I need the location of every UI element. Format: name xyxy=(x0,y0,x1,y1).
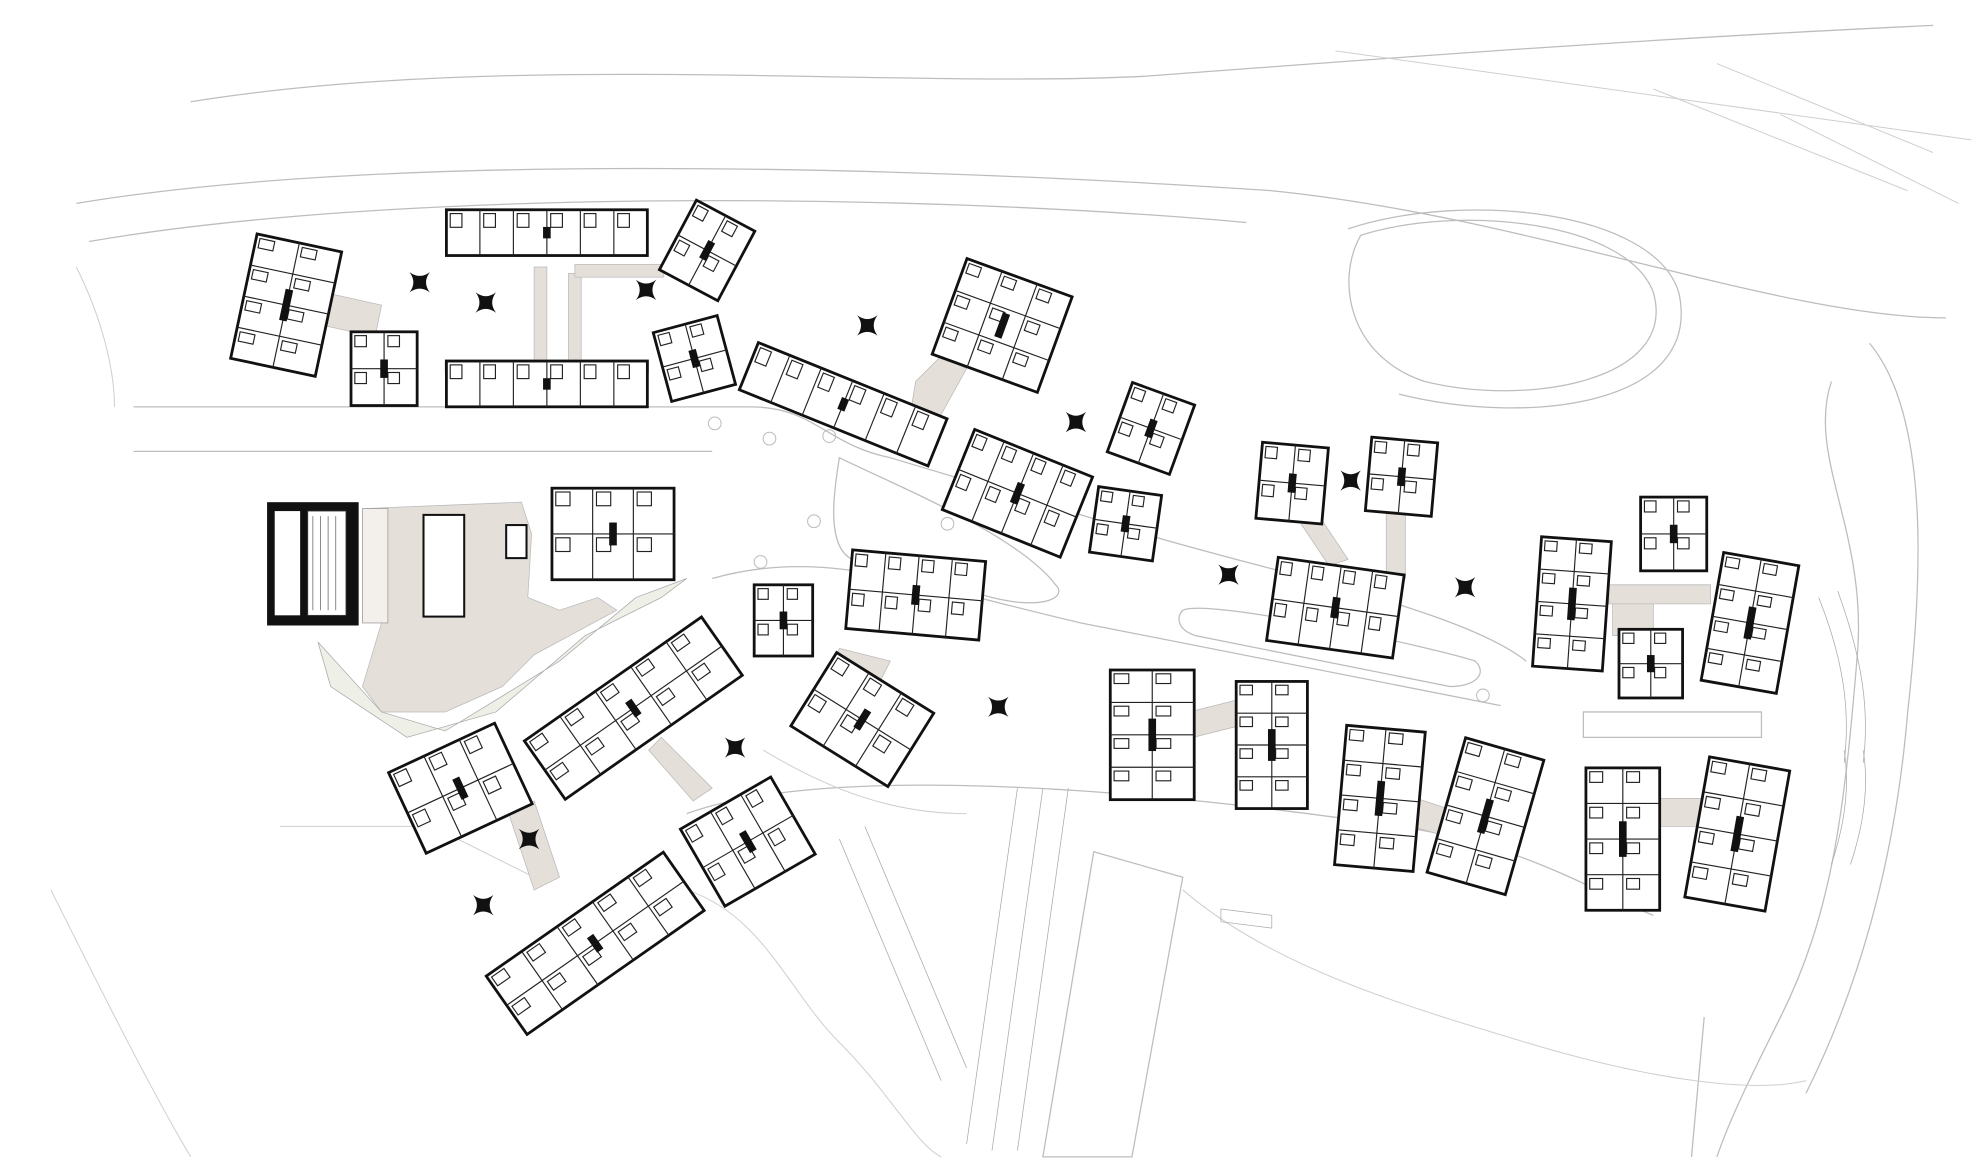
building-16 xyxy=(678,775,818,909)
building-6 xyxy=(651,313,738,404)
building-9 xyxy=(940,427,1095,559)
building-20 xyxy=(1254,440,1330,526)
tree-symbol-icon xyxy=(1340,470,1361,491)
tree-symbol-icon xyxy=(1218,564,1239,585)
building-10 xyxy=(1105,380,1197,477)
building-4 xyxy=(445,359,649,409)
building-17 xyxy=(752,583,815,658)
building-13 xyxy=(522,615,745,802)
building-1 xyxy=(228,232,344,378)
building-21 xyxy=(1363,435,1440,518)
building-23 xyxy=(1531,535,1613,673)
tree-symbol-icon xyxy=(988,696,1009,718)
tree-symbol-icon xyxy=(409,272,430,293)
building-25 xyxy=(1617,627,1684,700)
trees xyxy=(409,272,1476,916)
building-14 xyxy=(484,850,707,1037)
buildings xyxy=(228,198,1801,1037)
building-7 xyxy=(737,340,949,468)
building-18 xyxy=(844,548,988,642)
building-19 xyxy=(788,650,936,789)
tree-symbol-icon xyxy=(475,292,496,313)
building-15 xyxy=(386,721,535,856)
building-28 xyxy=(1234,680,1309,810)
building-22 xyxy=(1264,555,1406,660)
building-30 xyxy=(1425,736,1546,897)
building-3 xyxy=(445,208,649,257)
building-26 xyxy=(1699,550,1801,696)
tree-symbol-icon xyxy=(1065,411,1087,433)
circular-planters xyxy=(707,416,1490,703)
building-27 xyxy=(1108,668,1196,802)
tree-symbol-icon xyxy=(518,828,540,850)
building-31 xyxy=(1584,766,1662,912)
tree-symbol-icon xyxy=(635,279,657,301)
tree-symbol-icon xyxy=(724,737,746,758)
tree-symbol-icon xyxy=(473,895,494,916)
building-32 xyxy=(1683,755,1792,913)
building-8 xyxy=(930,256,1074,395)
building-11 xyxy=(1087,485,1164,563)
tree-symbol-icon xyxy=(1454,577,1476,598)
building-12 xyxy=(550,486,676,582)
tree-symbol-icon xyxy=(857,315,878,336)
building-2 xyxy=(349,330,419,407)
building-24 xyxy=(1639,495,1709,573)
building-5 xyxy=(657,198,757,303)
auditorium xyxy=(267,502,528,626)
building-29 xyxy=(1333,723,1427,874)
